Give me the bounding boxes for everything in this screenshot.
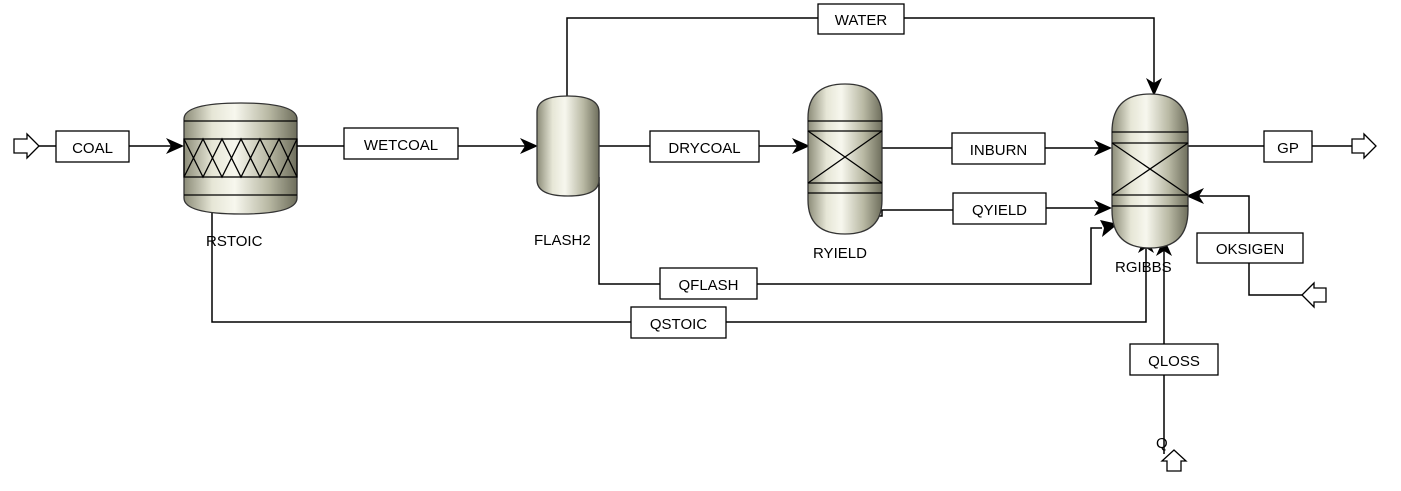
block-rstoic[interactable]: RSTOIC [183, 102, 298, 250]
svg-text:WETCOAL: WETCOAL [364, 137, 438, 154]
svg-text:QYIELD: QYIELD [972, 202, 1027, 219]
stream-water-line[interactable] [566, 17, 1162, 98]
stream-label-wetcoal[interactable]: WETCOAL [343, 127, 459, 160]
stream-label-gp[interactable]: GP [1263, 130, 1313, 163]
svg-text:QLOSS: QLOSS [1148, 353, 1200, 370]
product-arrow-icon [1351, 132, 1377, 160]
stream-label-coal[interactable]: COAL [55, 130, 130, 163]
stream-oksigen-line[interactable] [1186, 188, 1327, 309]
stream-label-drycoal[interactable]: DRYCOAL [649, 130, 760, 163]
block-label-rstoic: RSTOIC [206, 233, 263, 250]
svg-text:COAL: COAL [72, 140, 113, 157]
feed-arrow-icon [13, 132, 40, 160]
stream-label-oksigen[interactable]: OKSIGEN [1196, 232, 1304, 264]
block-ryield[interactable]: RYIELD [807, 83, 883, 262]
block-rgibbs[interactable]: RGIBBS [1111, 93, 1189, 276]
svg-text:GP: GP [1277, 140, 1299, 157]
stream-label-q[interactable]: Q [1156, 435, 1168, 452]
heat-feed-arrow-icon [1160, 449, 1188, 472]
block-flash2[interactable]: FLASH2 [534, 95, 600, 249]
feed-arrow-icon [1301, 281, 1327, 309]
svg-text:DRYCOAL: DRYCOAL [668, 140, 740, 157]
stream-wetcoal-line[interactable] [297, 138, 538, 154]
svg-text:QFLASH: QFLASH [678, 277, 738, 294]
stream-label-qloss[interactable]: QLOSS [1129, 343, 1219, 376]
stream-label-qyield[interactable]: QYIELD [952, 192, 1047, 225]
svg-text:QSTOIC: QSTOIC [650, 316, 707, 333]
stream-drycoal-line[interactable] [599, 138, 810, 154]
svg-text:OKSIGEN: OKSIGEN [1216, 241, 1284, 258]
stream-coal-line[interactable] [13, 132, 184, 160]
stream-label-water[interactable]: WATER [817, 3, 905, 35]
stream-label-qstoic[interactable]: QSTOIC [630, 306, 727, 339]
svg-text:INBURN: INBURN [970, 142, 1028, 159]
block-label-flash2: FLASH2 [534, 232, 591, 249]
stream-inburn-line[interactable] [882, 140, 1112, 156]
svg-text:WATER: WATER [835, 12, 888, 29]
stream-label-inburn[interactable]: INBURN [951, 132, 1046, 165]
svg-text:Q: Q [1156, 435, 1168, 452]
stream-label-qflash[interactable]: QFLASH [659, 267, 758, 300]
block-label-ryield: RYIELD [813, 245, 867, 262]
stream-gp-line[interactable] [1187, 132, 1377, 160]
block-label-rgibbs: RGIBBS [1115, 259, 1172, 276]
